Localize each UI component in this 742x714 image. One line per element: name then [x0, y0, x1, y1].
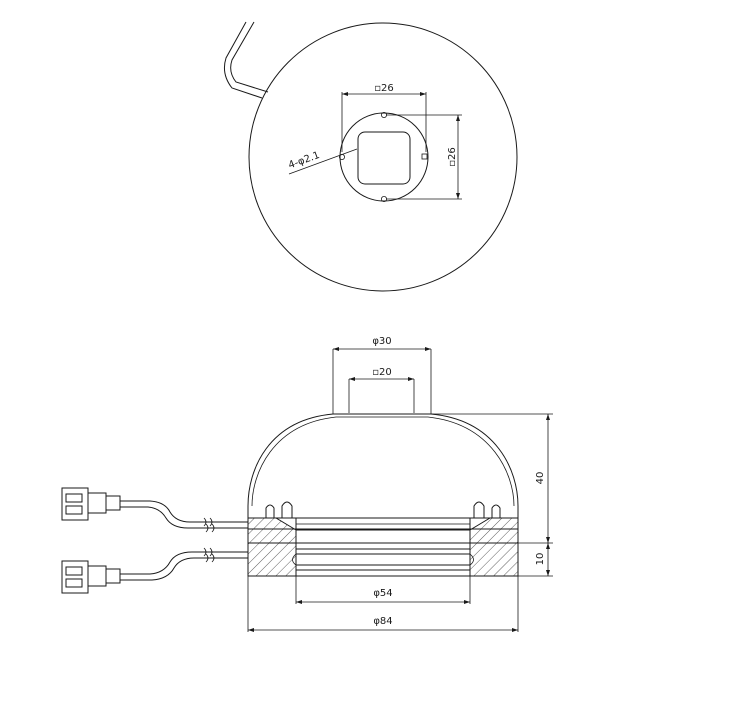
cable-upper	[120, 500, 248, 533]
left-clip	[265, 501, 293, 518]
dome-inner	[251, 416, 515, 507]
top-square-opening	[357, 131, 411, 185]
inner-diameter-label: φ54	[373, 588, 392, 599]
base-right-hatch	[469, 542, 519, 577]
connector-lower	[61, 560, 121, 594]
top-square-width-label: ▫26	[374, 83, 394, 94]
base-left-hatch	[247, 542, 297, 577]
right-shoulder-hatch	[469, 517, 519, 544]
right-clip	[473, 501, 501, 518]
top-square-height-label: ▫26	[447, 147, 458, 167]
mount-hole-right	[421, 153, 428, 160]
cable-lower	[120, 547, 248, 581]
base-height-label: 10	[535, 553, 546, 566]
top-inner-ring	[339, 112, 429, 202]
top-cable-inner	[224, 21, 263, 99]
outer-top-label: φ30	[372, 336, 391, 347]
base-inner-groove	[296, 548, 470, 571]
dome-outer	[247, 413, 519, 507]
height-label: 40	[535, 472, 546, 485]
left-shoulder-hatch	[247, 517, 297, 544]
top-view: ▫26 ▫26 4-φ2.1	[224, 21, 518, 292]
top-outer-circle	[248, 22, 518, 292]
outer-diameter-label: φ84	[373, 616, 392, 627]
hole-leader	[288, 148, 358, 175]
connector-upper	[61, 487, 121, 521]
top-cable	[230, 21, 269, 93]
side-view: φ30 ▫20	[61, 336, 553, 632]
inner-top-label: ▫20	[372, 367, 392, 378]
